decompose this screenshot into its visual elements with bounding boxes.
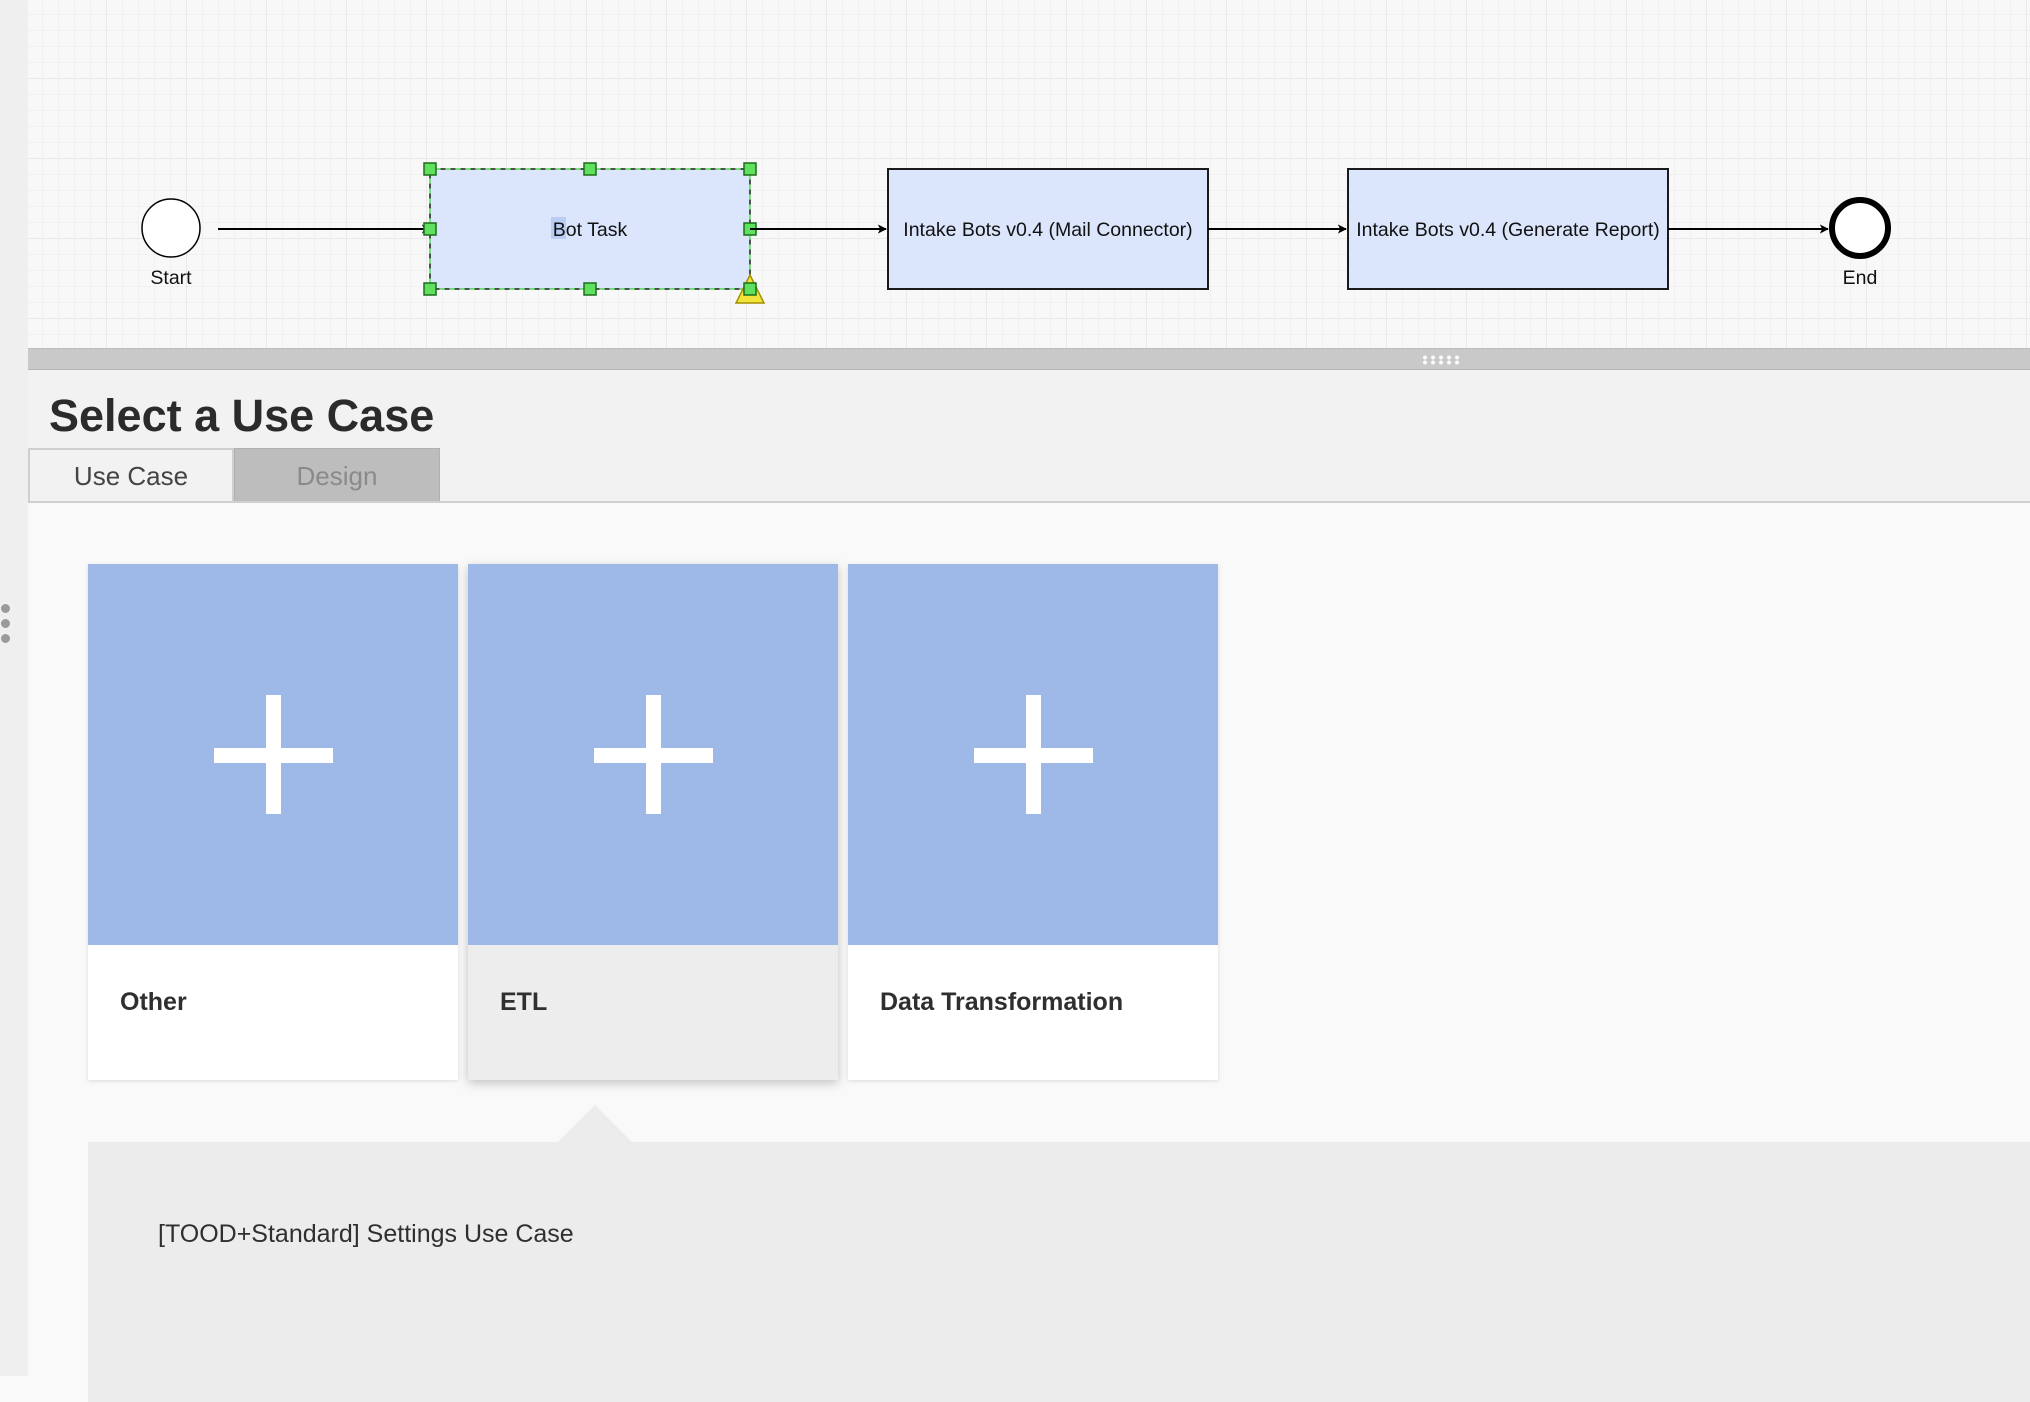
tab-use-case[interactable]: Use Case — [28, 448, 234, 503]
card-thumbnail — [848, 564, 1218, 945]
panel-header: Select a Use Case Use Case Design — [28, 370, 2030, 503]
panel-resize-splitter[interactable] — [28, 348, 2030, 370]
start-event-label: Start — [150, 267, 192, 289]
tab-divider — [28, 501, 2030, 503]
mail-connector-task-label: Intake Bots v0.4 (Mail Connector) — [903, 219, 1192, 241]
card-label: Other — [120, 988, 187, 1016]
card-thumbnail — [468, 564, 838, 945]
use-case-card-data-transformation[interactable]: Data Transformation — [848, 564, 1218, 1080]
use-case-card-other[interactable]: Other — [88, 564, 458, 1080]
end-event[interactable] — [1829, 197, 1891, 259]
use-case-card-etl[interactable]: ETL — [468, 564, 838, 1080]
card-label: Data Transformation — [880, 988, 1124, 1016]
generate-report-task-node[interactable] — [1347, 168, 1669, 290]
left-side-rail — [0, 0, 29, 1376]
use-case-panel: Select a Use Case Use Case Design Other … — [28, 370, 2030, 1402]
tab-design[interactable]: Design — [234, 448, 440, 503]
start-event[interactable] — [141, 198, 201, 258]
process-diagram-canvas[interactable]: Start Bot Task Intake Bots v0.4 (Mail Co… — [28, 0, 2030, 348]
detail-pointer — [558, 1105, 632, 1142]
bot-task-label: Bot Task — [553, 219, 628, 241]
selection-handles[interactable] — [423, 162, 757, 296]
use-case-detail-panel: [TOOD+Standard] Settings Use Case — [88, 1105, 2030, 1402]
generate-report-task-label: Intake Bots v0.4 (Generate Report) — [1356, 219, 1660, 241]
card-label: ETL — [500, 988, 548, 1016]
process-diagram: Start Bot Task Intake Bots v0.4 (Mail Co… — [141, 162, 1891, 304]
card-thumbnail — [88, 564, 458, 945]
side-panel-drag-handle[interactable] — [0, 604, 12, 644]
end-event-label: End — [1843, 267, 1878, 289]
panel-title: Select a Use Case — [49, 390, 435, 441]
mail-connector-task-node[interactable] — [887, 168, 1209, 290]
splitter-grip-icon[interactable] — [1421, 355, 1461, 365]
resize-handle-bottom-right[interactable] — [743, 282, 757, 296]
use-case-detail-item[interactable]: [TOOD+Standard] Settings Use Case — [158, 1220, 574, 1248]
text-cursor-highlight — [551, 217, 566, 239]
